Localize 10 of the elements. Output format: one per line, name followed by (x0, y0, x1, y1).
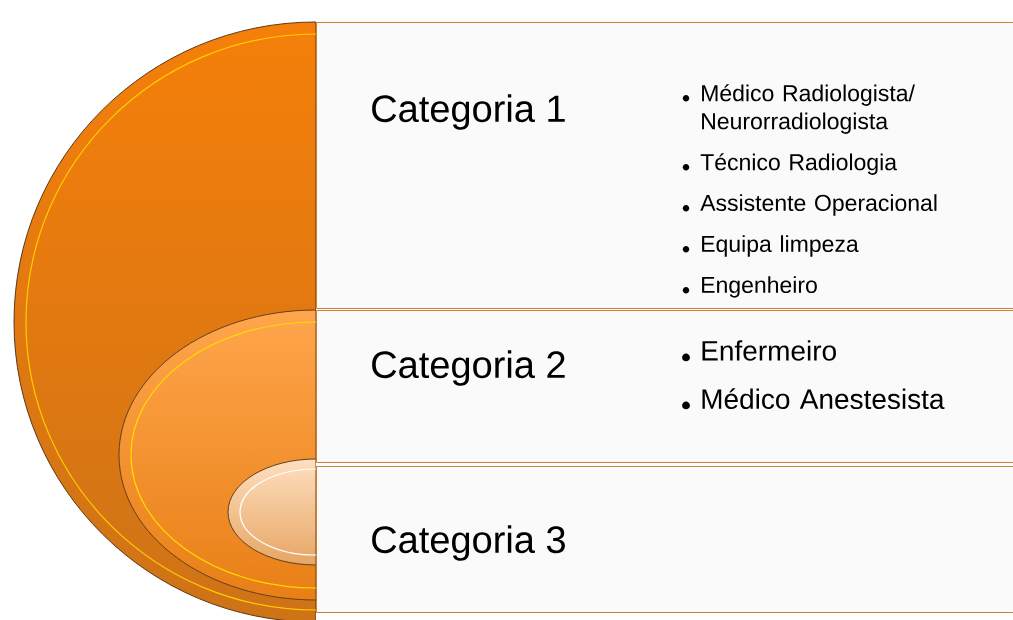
bullet-item: Equipa limpeza (682, 235, 859, 257)
category-heading: Categoria 3 (372, 525, 565, 561)
bullet-item: Enfermeiro (682, 340, 836, 362)
bullet-item: Médico Radiologista/ Neurorradiologista (682, 84, 915, 134)
bullet-item: Engenheiro (682, 276, 817, 298)
bullet-item: Médico Anestesista (682, 388, 945, 410)
category-heading: Categoria 2 (372, 350, 565, 386)
category-heading: Categoria 1 (372, 94, 565, 130)
bullet-item: Técnico Radiologia (682, 153, 898, 175)
bullet-item: Assistente Operacional (682, 194, 937, 216)
